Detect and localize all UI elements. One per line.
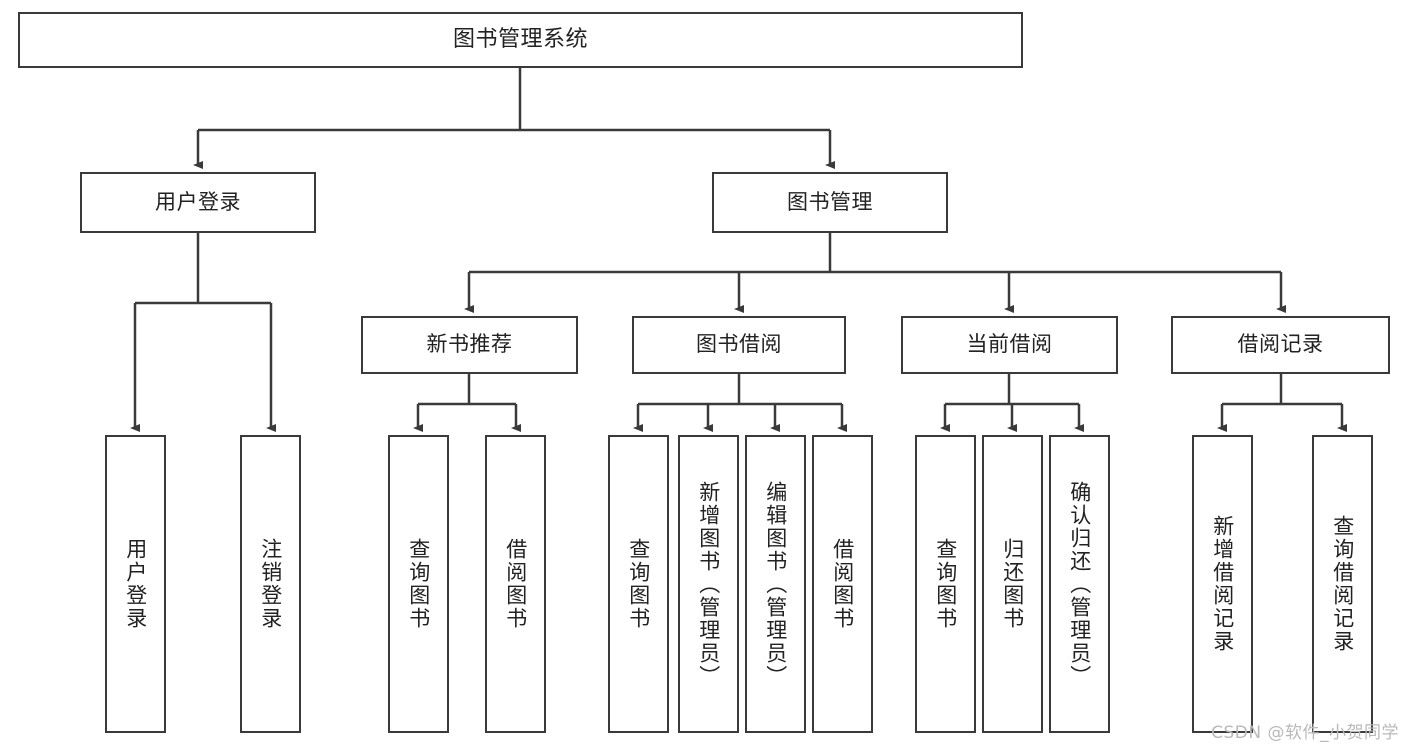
- node-current-borrow[interactable]: 当前借阅: [901, 316, 1118, 374]
- node-borrow-record[interactable]: 借阅记录: [1171, 316, 1390, 374]
- leaf-confirm-return-label: 确认归还（管理员）: [1067, 480, 1092, 688]
- node-current-borrow-label: 当前借阅: [966, 332, 1053, 357]
- leaf-query-book-1-label: 查询图书: [406, 538, 431, 630]
- leaf-user-login[interactable]: 用户登录: [105, 435, 166, 733]
- leaf-query-book-2[interactable]: 查询图书: [608, 435, 669, 733]
- leaf-logout-label: 注销登录: [258, 538, 283, 630]
- node-book-manage-label: 图书管理: [787, 189, 873, 214]
- leaf-logout[interactable]: 注销登录: [240, 435, 301, 733]
- node-user-login[interactable]: 用户登录: [80, 172, 316, 233]
- leaf-borrow-book-2[interactable]: 借阅图书: [812, 435, 873, 733]
- node-user-login-label: 用户登录: [155, 189, 241, 214]
- leaf-user-login-label: 用户登录: [123, 538, 148, 630]
- node-root-label: 图书管理系统: [452, 26, 588, 52]
- leaf-add-book[interactable]: 新增图书（管理员）: [678, 435, 739, 733]
- leaf-add-book-label: 新增图书（管理员）: [696, 480, 721, 688]
- node-new-book-rec-label: 新书推荐: [426, 332, 513, 357]
- leaf-add-record-label: 新增借阅记录: [1210, 515, 1235, 653]
- leaf-confirm-return[interactable]: 确认归还（管理员）: [1049, 435, 1110, 733]
- node-book-borrow-label: 图书借阅: [696, 332, 782, 357]
- node-borrow-record-label: 借阅记录: [1237, 332, 1324, 357]
- leaf-query-book-3[interactable]: 查询图书: [915, 435, 976, 733]
- leaf-query-book-1[interactable]: 查询图书: [388, 435, 449, 733]
- leaf-query-record[interactable]: 查询借阅记录: [1312, 435, 1373, 733]
- leaf-query-book-3-label: 查询图书: [933, 538, 958, 630]
- csdn-watermark: CSDN @软件_小贺同学: [1211, 723, 1399, 743]
- leaf-borrow-book-1[interactable]: 借阅图书: [485, 435, 546, 733]
- node-book-manage[interactable]: 图书管理: [712, 172, 948, 233]
- leaf-return-book-label: 归还图书: [1000, 538, 1025, 630]
- node-new-book-rec[interactable]: 新书推荐: [361, 316, 578, 374]
- leaf-return-book[interactable]: 归还图书: [982, 435, 1043, 733]
- leaf-edit-book-label: 编辑图书（管理员）: [763, 480, 788, 688]
- leaf-borrow-book-2-label: 借阅图书: [830, 538, 855, 630]
- leaf-query-book-2-label: 查询图书: [626, 538, 651, 630]
- leaf-add-record[interactable]: 新增借阅记录: [1192, 435, 1253, 733]
- leaf-edit-book[interactable]: 编辑图书（管理员）: [745, 435, 806, 733]
- leaf-borrow-book-1-label: 借阅图书: [503, 538, 528, 630]
- node-book-borrow[interactable]: 图书借阅: [632, 316, 846, 374]
- leaf-query-record-label: 查询借阅记录: [1330, 515, 1355, 653]
- node-root[interactable]: 图书管理系统: [18, 12, 1023, 68]
